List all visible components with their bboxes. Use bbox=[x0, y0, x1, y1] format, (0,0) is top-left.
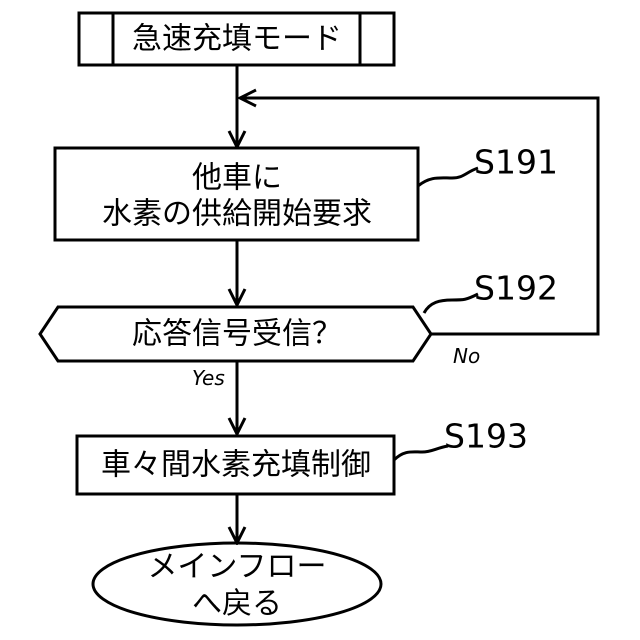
s191-line-1: 他車に bbox=[192, 161, 282, 196]
s193-leader bbox=[394, 446, 448, 460]
s191-leader bbox=[418, 168, 478, 186]
s192-step-id: S192 bbox=[474, 269, 558, 308]
s192-question: 応答信号受信？ bbox=[132, 317, 342, 352]
start-label: 急速充填モード bbox=[132, 22, 342, 57]
no-label: No bbox=[453, 344, 480, 368]
end-line-1: メインフロー bbox=[147, 550, 326, 585]
s193-step-id: S193 bbox=[444, 417, 528, 456]
s191-line-2: 水素の供給開始要求 bbox=[102, 197, 372, 232]
end-line-2: へ戻る bbox=[192, 587, 282, 622]
s191-step-id: S191 bbox=[474, 143, 558, 182]
s192-leader bbox=[424, 294, 478, 313]
s193-label: 車々間水素充填制御 bbox=[101, 448, 371, 483]
yes-label: Yes bbox=[192, 366, 225, 390]
